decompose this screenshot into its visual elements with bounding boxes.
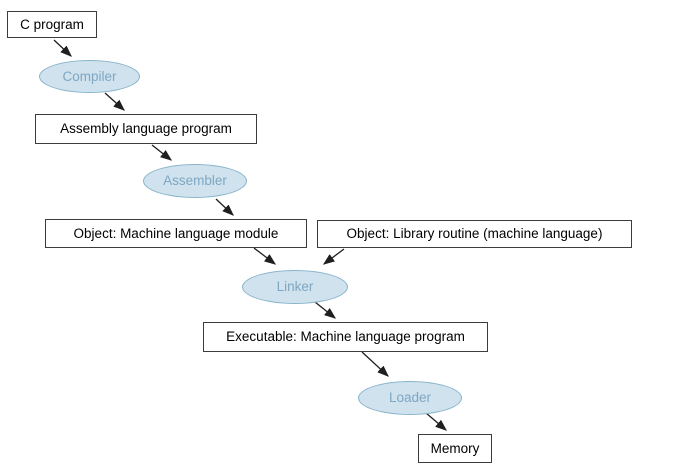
node-assembler: Assembler xyxy=(143,164,247,198)
arrow-compiler-to-assembly xyxy=(104,92,125,111)
arrow-assembler-to-object-module xyxy=(215,198,234,216)
node-executable-machine-language-program: Executable: Machine language program xyxy=(203,322,488,352)
arrow-assembly-to-assembler xyxy=(151,144,173,161)
arrow-executable-to-loader xyxy=(361,351,389,377)
node-object-library-routine: Object: Library routine (machine languag… xyxy=(317,220,632,248)
node-memory: Memory xyxy=(418,434,492,463)
arrow-object-module-to-linker xyxy=(253,247,277,265)
arrow-c-program-to-compiler xyxy=(53,39,72,57)
node-compiler: Compiler xyxy=(39,60,140,93)
node-c-program: C program xyxy=(7,11,97,38)
arrow-loader-to-memory xyxy=(425,412,447,431)
node-assembly-language-program: Assembly language program xyxy=(35,114,257,144)
node-object-machine-language-module: Object: Machine language module xyxy=(45,219,307,248)
node-linker: Linker xyxy=(242,270,348,304)
node-loader: Loader xyxy=(358,381,462,415)
arrow-linker-to-executable xyxy=(314,301,337,319)
arrow-library-routine-to-linker xyxy=(322,248,345,265)
